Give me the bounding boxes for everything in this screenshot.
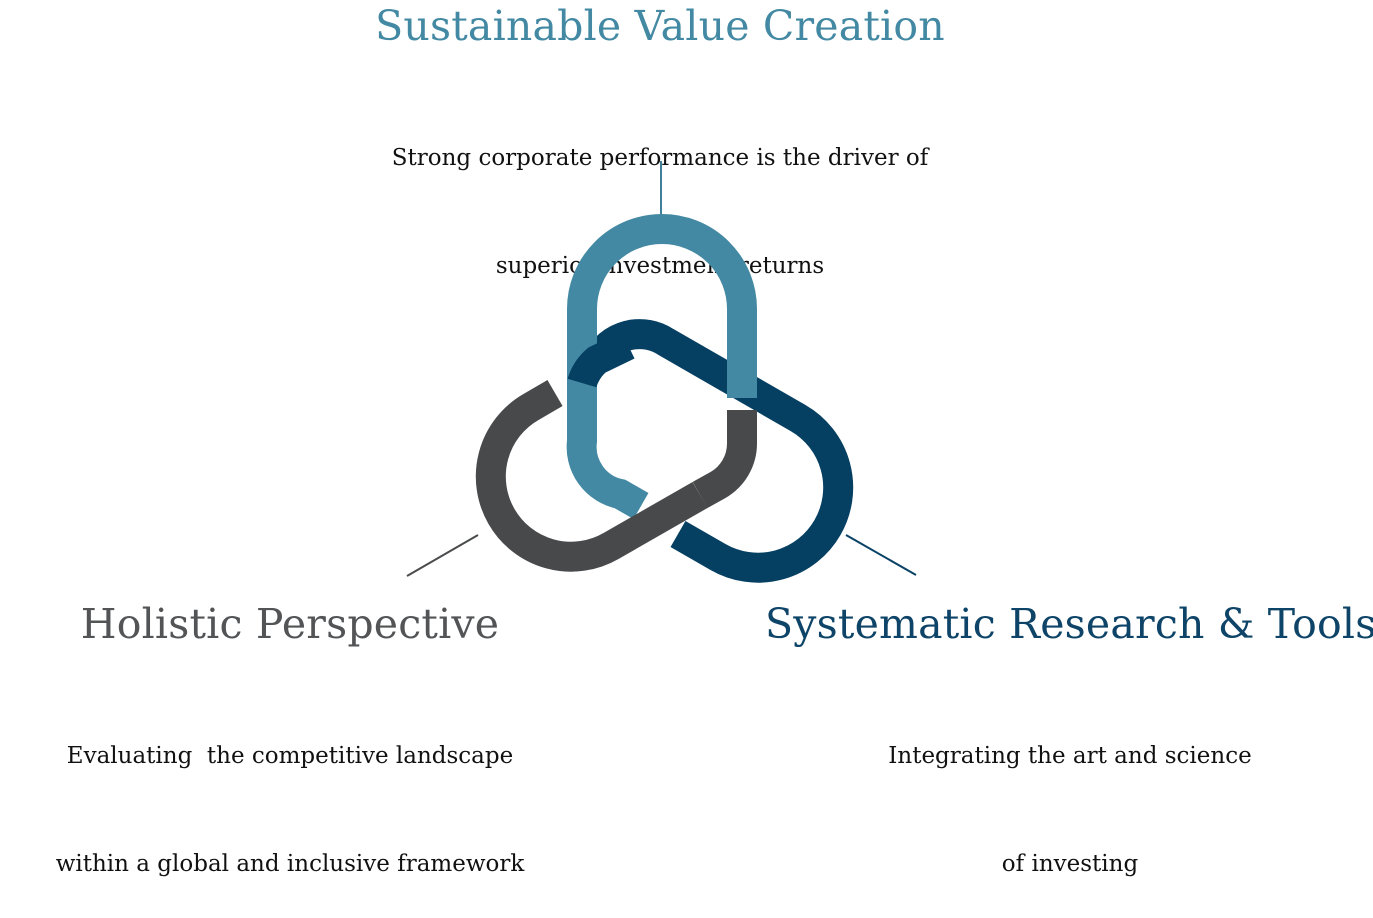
pillar-description-holistic-perspective: Evaluating the competitive landscape wit… (10, 666, 570, 918)
link-holistic-perspective (475, 380, 708, 572)
pillar-title-holistic-perspective: Holistic Perspective (80, 600, 500, 648)
description-line: Strong corporate performance is the driv… (391, 145, 929, 171)
link-value-creation (566, 214, 757, 520)
description-line: Integrating the art and science (888, 743, 1252, 769)
pillar-title-sustainable-value-creation: Sustainable Value Creation (375, 2, 945, 50)
link-research-and-tools-overlap (567, 331, 635, 389)
pillar-description-systematic-research-and-tools: Integrating the art and science of inves… (800, 666, 1340, 918)
connector-line-right (845, 534, 917, 576)
description-line: within a global and inclusive framework (55, 851, 525, 877)
link-research-and-tools (583, 319, 854, 583)
description-line: Evaluating the competitive landscape (66, 743, 514, 769)
pillar-description-sustainable-value-creation: Strong corporate performance is the driv… (0, 68, 1320, 320)
description-line: of investing (1001, 851, 1139, 877)
interlocking-links-diagram (406, 161, 917, 583)
link-holistic-perspective-overlap (692, 410, 757, 509)
connector-line-left (406, 534, 479, 577)
pillar-title-systematic-research-and-tools: Systematic Research & Tools (765, 600, 1373, 648)
